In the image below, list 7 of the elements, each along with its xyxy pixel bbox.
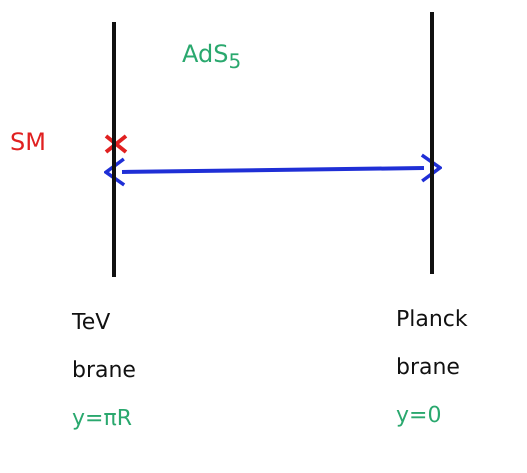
- double-arrow: [104, 153, 442, 187]
- model-label: SM: [10, 128, 46, 156]
- brane-label: Planck brane: [396, 306, 469, 382]
- equation-label: y=0: [396, 402, 442, 430]
- space-label: AdS$_{5}$: [182, 40, 242, 73]
- equation-label: y=πR: [72, 405, 133, 433]
- brane-label: TeV brane: [72, 309, 137, 385]
